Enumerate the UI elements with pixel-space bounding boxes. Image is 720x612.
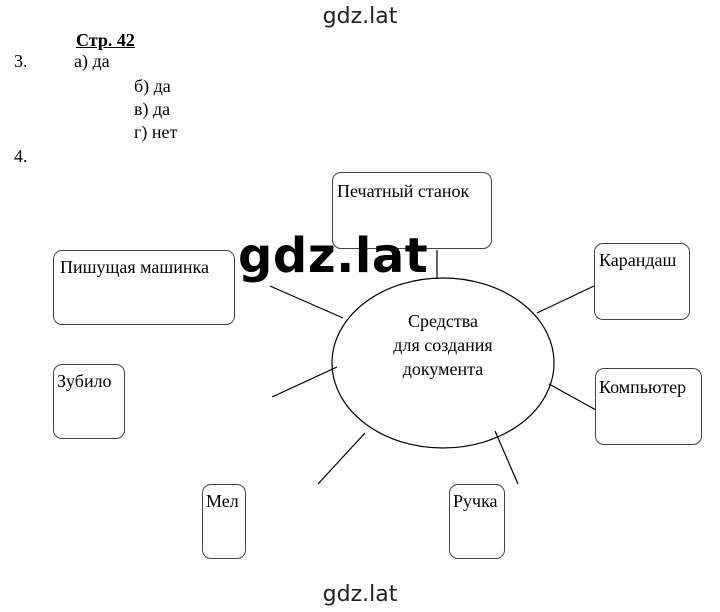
node-pen-label: Ручка — [453, 491, 498, 511]
connector-typewriter — [269, 285, 344, 319]
task3-answer-b: б) да — [134, 76, 171, 96]
node-typewriter: Пишущая машинка — [53, 250, 235, 325]
connector-pen — [494, 430, 519, 485]
task3-answer-c: в) да — [134, 99, 171, 119]
node-printing-press-label: Печатный станок — [337, 181, 470, 201]
node-chalk: Мел — [202, 484, 246, 559]
center-label-line-3: документа — [402, 359, 484, 379]
node-computer: Компьютер — [595, 368, 702, 445]
node-chisel-label: Зубило — [57, 371, 112, 391]
connector-pencil — [536, 285, 595, 314]
task3-answer-d: г) нет — [134, 122, 178, 142]
connector-chisel — [271, 366, 338, 398]
task4-number: 4. — [14, 146, 28, 166]
node-printing-press: Печатный станок — [332, 172, 492, 249]
center-label-line-1: Средства — [407, 311, 479, 331]
connector-computer — [548, 383, 597, 411]
center-label: Средства для создания документа — [332, 309, 554, 381]
node-computer-label: Компьютер — [599, 377, 687, 397]
node-typewriter-label: Пишущая машинка — [60, 257, 209, 277]
node-pencil-label: Карандаш — [599, 250, 677, 270]
center-label-line-2: для создания — [393, 335, 493, 355]
task3-answer-a: а) да — [74, 51, 110, 71]
node-pencil: Карандаш — [594, 243, 690, 320]
center-ellipse — [331, 277, 555, 449]
connector-chalk — [317, 432, 366, 485]
watermark-bottom: gdz.lat — [322, 582, 398, 607]
node-chalk-label: Мел — [206, 491, 239, 511]
node-chisel: Зубило — [53, 364, 125, 439]
watermark-center: gdz.lat — [238, 228, 429, 284]
watermark-top: gdz.lat — [322, 4, 398, 29]
node-pen: Ручка — [449, 484, 505, 559]
page-heading: Стр. 42 — [76, 30, 135, 50]
task3-number: 3. — [14, 51, 28, 71]
